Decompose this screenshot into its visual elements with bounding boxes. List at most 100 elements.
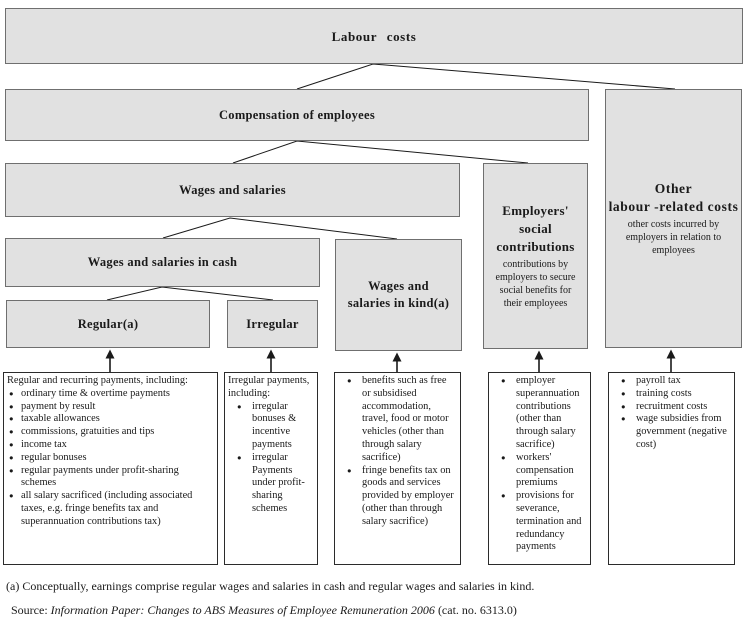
bullet-item: ● irregular Payments under profit-sharing… — [228, 452, 314, 516]
bullet-text: provisions for severance, termination an… — [516, 490, 582, 553]
bullet-item: ● workers' compensation premiums — [492, 452, 587, 490]
bullet-item: ● payroll tax — [612, 375, 731, 388]
detail-box-wages-in-kind: ● benefits such as free or subsidised acc… — [334, 372, 461, 565]
footnote: (a) Conceptually, earnings comprise regu… — [6, 579, 535, 593]
arrow-other-detail — [666, 349, 676, 372]
bullet-item: ● regular bonuses — [7, 452, 214, 465]
bullet-icon: ● — [9, 427, 14, 437]
bullet-text: commissions, gratuities and tips — [21, 426, 155, 438]
bullet-text: all salary sacrificed (including associa… — [21, 490, 193, 527]
detail-box-employers-social: ● employer superannuation contributions (… — [488, 372, 591, 565]
bullet-icon: ● — [501, 452, 506, 462]
bullet-item: ● irregular bonuses & incentive payments — [228, 401, 314, 452]
node-compensation-of-employees: Compensation of employees — [5, 89, 589, 141]
bullet-item: ● regular payments under profit-sharing s… — [7, 465, 214, 491]
bullet-text: irregular bonuses & incentive payments — [252, 400, 297, 450]
bullet-text: irregular Payments under profit-sharing … — [252, 451, 305, 514]
detail-header-irregular: Irregular payments, including: — [228, 375, 310, 399]
bullet-icon: ● — [9, 465, 14, 475]
bullet-text: payroll tax — [636, 375, 681, 386]
connector-cash-to-children — [106, 286, 274, 301]
node-wages-salaries-in-kind: Wages and salaries in kind(a) — [335, 239, 462, 351]
source-line: Source: Information Paper: Changes to AB… — [11, 603, 517, 618]
node-other-labour-related-costs: Other labour -related costs other costs … — [605, 89, 742, 348]
bullet-icon: ● — [347, 465, 352, 475]
bullet-text: income tax — [21, 438, 67, 450]
node-label-wages-kind: Wages and salaries in kind(a) — [347, 279, 450, 310]
bullet-item: ● benefits such as free or subsidised acc… — [338, 375, 457, 465]
node-regular: Regular(a) — [6, 300, 210, 348]
detail-list-kind: ● benefits such as free or subsidised acc… — [338, 375, 457, 529]
connector-labour-to-children — [296, 63, 676, 90]
bullet-item: ● payment by result — [7, 401, 214, 414]
detail-list-other: ● payroll tax ● training costs ● recruitment … — [612, 375, 731, 452]
bullet-icon: ● — [501, 376, 506, 385]
bullet-text: regular payments under profit-sharing sc… — [21, 464, 179, 489]
bullet-item: ●provisions for severance, termination a… — [492, 490, 587, 554]
bullet-text: employer superannuation contributions (o… — [516, 375, 580, 450]
bullet-text: fringe benefits tax on goods and service… — [362, 464, 454, 527]
node-label-wages-cash: Wages and salaries in cash — [87, 255, 238, 269]
connector-wages-to-children — [162, 217, 398, 240]
bullet-text: recruitment costs — [636, 400, 708, 412]
source-prefix: Source: — [11, 603, 51, 617]
bullet-icon: ● — [347, 376, 352, 385]
bullet-item: ● all salary sacrificed (including associ… — [7, 490, 214, 528]
bullet-icon: ● — [9, 401, 14, 411]
bullet-item: ● wage subsidies from government (negativ… — [612, 413, 731, 451]
node-label-compensation: Compensation of employees — [218, 107, 376, 122]
bullet-text: workers' compensation premiums — [516, 451, 574, 489]
arrow-regular-detail — [105, 349, 115, 372]
arrow-kind-detail — [392, 352, 402, 372]
node-employers-social-contributions: Employers' social contributions contribu… — [483, 163, 588, 349]
detail-header-regular: Regular and recurring payments, includin… — [7, 375, 188, 386]
bullet-item: ● recruitment costs — [612, 401, 731, 414]
bullet-text: taxable allowances — [21, 413, 100, 425]
bullet-text: payment by result — [21, 400, 96, 412]
bullet-text: ordinary time & overtime payments — [21, 387, 170, 399]
arrow-irregular-detail — [266, 349, 276, 372]
bullet-icon: ● — [621, 388, 626, 398]
bullet-icon: ● — [9, 414, 14, 424]
node-label-other-costs: Other labour -related costs — [608, 181, 739, 214]
source-suffix: (cat. no. 6313.0) — [434, 603, 517, 617]
node-desc-employers-social: contributions by employers to secure soc… — [495, 259, 576, 309]
bullet-icon: ● — [9, 388, 14, 398]
node-label-irregular: Irregular — [246, 316, 299, 331]
bullet-item: ● fringe benefits tax on goods and servic… — [338, 465, 457, 529]
node-labour-costs: Labour costs — [5, 8, 743, 64]
node-label-regular: Regular(a) — [77, 316, 139, 331]
bullet-icon: ● — [237, 401, 242, 411]
bullet-icon: ● — [9, 452, 14, 462]
node-wages-salaries-in-cash: Wages and salaries in cash — [5, 238, 320, 287]
node-label-labour-costs: Labour costs — [331, 28, 417, 44]
bullet-text: training costs — [636, 387, 692, 399]
bullet-icon: ● — [9, 439, 14, 449]
detail-box-regular-payments: Regular and recurring payments, includin… — [3, 372, 218, 565]
bullet-item: ● taxable allowances — [7, 413, 214, 426]
detail-box-irregular-payments: Irregular payments, including: ● irregula… — [224, 372, 318, 565]
connector-compensation-to-children — [232, 140, 529, 164]
detail-box-other-costs: ● payroll tax ● training costs ● recruitment … — [608, 372, 735, 565]
bullet-icon: ● — [621, 414, 626, 424]
bullet-text: benefits such as free or subsidised acco… — [362, 375, 449, 463]
arrow-employers-detail — [534, 350, 544, 372]
node-label-wages-salaries: Wages and salaries — [179, 182, 286, 197]
bullet-item: ● employer superannuation contributions (… — [492, 375, 587, 452]
detail-list-employers: ● employer superannuation contributions (… — [492, 375, 587, 554]
bullet-icon: ● — [237, 452, 242, 462]
node-irregular: Irregular — [227, 300, 318, 348]
node-label-employers-social: Employers' social contributions — [496, 203, 575, 254]
bullet-icon: ● — [621, 401, 626, 411]
node-wages-and-salaries: Wages and salaries — [5, 163, 460, 217]
node-desc-other-costs: other costs incurred by employers in rel… — [625, 219, 722, 256]
bullet-text: regular bonuses — [21, 451, 87, 463]
bullet-icon: ● — [621, 376, 626, 385]
bullet-item: ● training costs — [612, 388, 731, 401]
bullet-item: ● income tax — [7, 439, 214, 452]
bullet-item: ● ordinary time & overtime payments — [7, 388, 214, 401]
bullet-text: wage subsidies from government (negative… — [636, 413, 727, 450]
bullet-icon: ● — [9, 491, 14, 501]
source-title: Information Paper: Changes to ABS Measur… — [50, 603, 435, 617]
